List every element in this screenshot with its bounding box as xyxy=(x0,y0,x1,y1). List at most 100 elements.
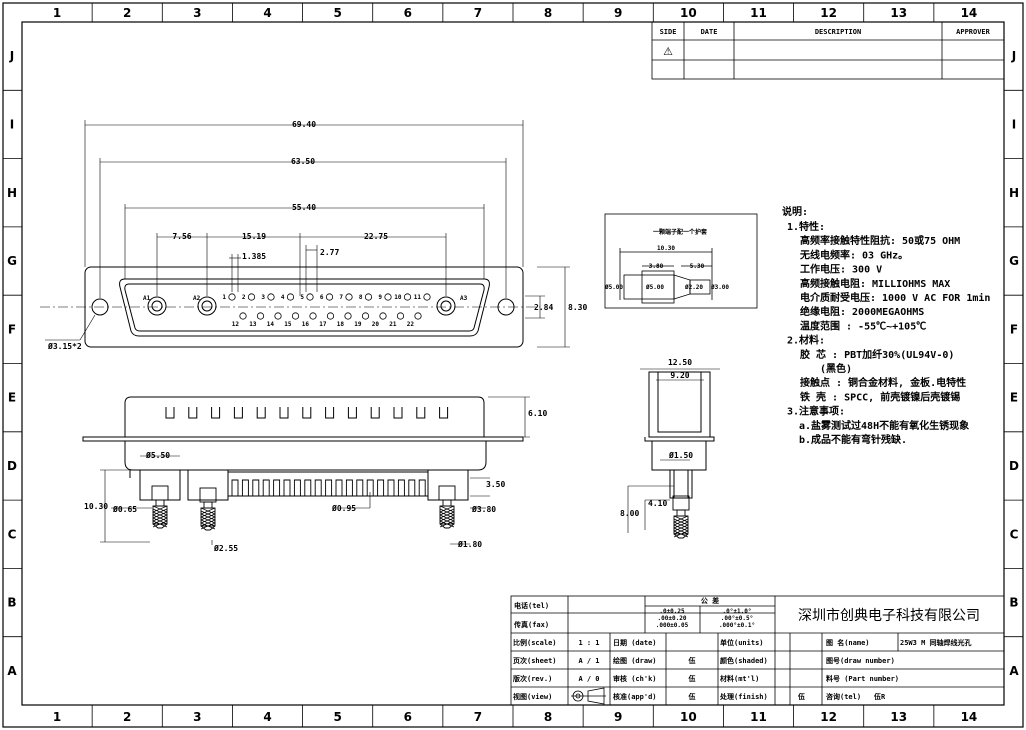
dim-ferrule: Ø3.80 xyxy=(471,504,496,514)
zone-ticks xyxy=(3,3,1023,727)
tb-units-label: 单位(units) xyxy=(720,638,764,647)
signal-pin xyxy=(267,293,275,301)
zone-row-label-left: J xyxy=(9,49,14,63)
zone-column-label-bottom: 12 xyxy=(820,710,837,724)
note-line: 3.注意事项: xyxy=(787,405,845,418)
knurl-line xyxy=(200,516,216,524)
pin-number: 10 xyxy=(394,294,402,301)
tb-contact-value: 伍R xyxy=(873,692,886,701)
zone-column-label-top: 1 xyxy=(53,6,61,20)
signal-pin xyxy=(364,293,373,301)
tb-tel-label: 电话(tel) xyxy=(514,601,549,610)
solder-tail xyxy=(408,479,416,496)
zone-column-label-bottom: 13 xyxy=(890,710,907,724)
zone-column-label-bottom: 6 xyxy=(404,710,412,724)
signal-pin xyxy=(384,293,392,301)
zone-row-label-left: C xyxy=(8,527,17,541)
dim-tip: Ø1.80 xyxy=(457,539,482,549)
pin-number: 8 xyxy=(359,294,363,301)
knurl-line xyxy=(673,515,689,523)
dim-side-hole: Ø1.50 xyxy=(668,450,693,460)
dim-height-a: 2.84 xyxy=(534,303,553,312)
zone-column-label-bottom: 9 xyxy=(614,710,622,724)
pin-number: 12 xyxy=(232,321,240,328)
solder-tail xyxy=(304,479,312,496)
note-line: 高频率接触特性阻抗: 50或75 OHM xyxy=(800,234,960,247)
tb-tol-4: .0°±1.0° xyxy=(723,608,752,615)
tb-name-value: 25W3 M 同轴焊线光孔 xyxy=(900,638,972,647)
title-block-grid xyxy=(510,595,1005,706)
note-line: 工作电压: 300 V xyxy=(800,263,882,276)
tb-check-value: 伍 xyxy=(688,674,696,683)
slot xyxy=(416,407,426,419)
knurl-line xyxy=(200,510,216,518)
dim-half-pitch: 1.385 xyxy=(242,252,266,261)
solder-tail-row xyxy=(231,479,426,496)
pin-number: 14 xyxy=(267,321,275,328)
pin-number: 9 xyxy=(378,294,382,301)
dim-side-inner: 9.20 xyxy=(670,371,689,380)
note-line: 铁 壳 : SPCC, 前壳镀镍后壳镀锡 xyxy=(800,390,960,403)
note-line: 胶 芯 : PBT加纤30%(UL94V-0) xyxy=(800,348,954,361)
dim-depth: 6.10 xyxy=(528,409,547,418)
terminal-body xyxy=(438,485,456,501)
signal-pin xyxy=(344,312,352,320)
zone-row-label-right: H xyxy=(1009,186,1019,200)
signal-pin xyxy=(309,312,317,320)
side-terminal xyxy=(672,495,690,539)
slot-row xyxy=(165,407,449,419)
note-line: (黑色) xyxy=(820,362,852,375)
tb-view-label: 视图(view) xyxy=(513,692,552,701)
rev-description-header: DESCRIPTION xyxy=(815,28,861,36)
knurl-line xyxy=(439,505,455,513)
tb-rev-value: A / 0 xyxy=(578,675,599,683)
tb-date-label: 日期 (date) xyxy=(613,638,657,647)
tb-drawn-label: 绘图 (draw) xyxy=(613,656,657,665)
dim-mount-hole: Ø3.15*2 xyxy=(47,341,82,351)
knurl-line xyxy=(152,517,168,525)
signal-pin xyxy=(256,312,265,320)
coax-label-a1: A1 xyxy=(143,295,151,302)
tb-tol-6: .000°±0.1° xyxy=(719,622,755,629)
coax-terminals xyxy=(151,485,456,531)
dim-side-width: 12.50 xyxy=(668,358,692,367)
tb-finish-value: 伍 xyxy=(797,692,805,701)
zone-column-label-top: 7 xyxy=(474,6,482,20)
knurl-line xyxy=(200,519,216,527)
zone-row-label-right: D xyxy=(1009,459,1019,473)
solder-tail xyxy=(356,479,364,496)
solder-tail xyxy=(366,479,374,496)
zone-column-label-top: 6 xyxy=(404,6,412,20)
zone-row-label-left: E xyxy=(8,391,16,405)
signal-pin xyxy=(345,293,353,301)
profile-dimension-lines xyxy=(100,396,530,545)
tb-tol-1: .0±0.25 xyxy=(659,608,685,615)
dim-pitch-a: 7.56 xyxy=(172,232,191,241)
pin-number: 2 xyxy=(242,294,246,301)
pin-number: 1 xyxy=(222,294,226,301)
signal-pin xyxy=(239,312,247,320)
tb-shaded-label: 颜色(shaded) xyxy=(720,656,768,665)
dim-sleeve: Ø2.55 xyxy=(213,543,238,553)
detail-dim-1: 10.30 xyxy=(657,245,675,252)
signal-pin xyxy=(396,312,405,320)
note-line: 2.材料: xyxy=(787,334,825,347)
terminal-neck xyxy=(442,499,452,507)
tb-tol-2: .00±0.20 xyxy=(658,615,687,622)
dim-pin-pitch: 2.77 xyxy=(320,248,339,257)
signal-pin xyxy=(247,293,256,301)
zone-column-label-bottom: 2 xyxy=(123,710,131,724)
tb-fax-label: 传真(fax) xyxy=(513,620,549,629)
tb-sheet-value: A / 1 xyxy=(578,657,599,665)
knurl-line xyxy=(439,508,455,516)
slot xyxy=(211,407,221,419)
warning-triangle-icon: ⚠ xyxy=(663,45,673,58)
signal-pin xyxy=(423,293,431,301)
zone-column-label-top: 4 xyxy=(263,6,271,20)
solder-tail xyxy=(418,479,426,496)
solder-tail xyxy=(387,479,395,496)
front-dimension-lines xyxy=(45,120,570,348)
